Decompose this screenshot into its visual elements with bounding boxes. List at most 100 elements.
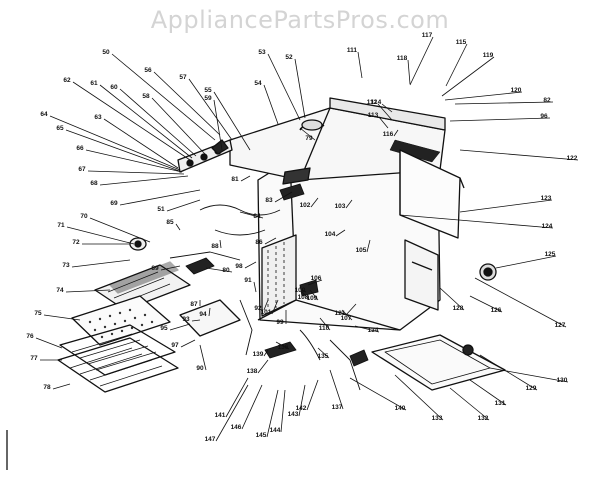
leader-line: [241, 384, 263, 430]
leader-line: [275, 341, 290, 350]
leader-line: [85, 149, 183, 173]
part-label: 91: [244, 277, 252, 284]
part-label: 104: [325, 231, 336, 238]
leader-line: [160, 265, 181, 271]
leader-line: [99, 84, 193, 159]
part-label: 95: [160, 325, 168, 332]
part-label: 70: [80, 213, 88, 220]
part-label: 54: [254, 80, 262, 87]
leader-line: [345, 199, 353, 209]
part-label: 56: [144, 67, 152, 74]
part-label: 136: [278, 344, 289, 351]
leader-line: [151, 97, 206, 155]
part-label: 98: [235, 263, 243, 270]
leader-line: [103, 118, 179, 169]
leader-line: [378, 116, 389, 129]
leader-lines: [35, 36, 579, 442]
leader-line: [225, 377, 249, 418]
leader-line: [474, 277, 567, 328]
leader-line: [357, 51, 363, 79]
leader-line: [399, 214, 554, 229]
part-label: 59: [204, 95, 212, 102]
leader-line: [439, 287, 465, 311]
leader-line: [71, 259, 131, 268]
part-label: 100: [295, 287, 306, 294]
part-label: 110: [319, 325, 330, 332]
part-label: 92: [254, 305, 262, 312]
leader-line: [65, 289, 111, 293]
part-label: 141: [215, 412, 226, 419]
leader-line: [298, 384, 306, 417]
part-label: 72: [72, 239, 80, 246]
part-label: 132: [478, 415, 489, 422]
leader-line: [310, 197, 319, 208]
part-label: 86: [255, 239, 263, 246]
leader-line: [306, 379, 319, 411]
part-label: 139: [253, 351, 264, 358]
part-label: 96: [540, 113, 548, 120]
leader-line: [381, 103, 393, 113]
part-label: 115: [456, 39, 467, 46]
part-label: 134: [368, 327, 379, 334]
part-label: 63: [94, 114, 102, 121]
leader-line: [213, 91, 251, 151]
part-label: 138: [247, 368, 258, 375]
internal-wiring: [169, 183, 369, 391]
leader-line: [299, 127, 316, 141]
part-label: 69: [110, 200, 118, 207]
leader-line: [441, 56, 495, 97]
leader-line: [449, 117, 551, 122]
leader-line: [479, 354, 538, 391]
leader-line: [119, 189, 201, 206]
leader-line: [329, 369, 344, 410]
selector-knob: [129, 237, 147, 251]
leader-line: [489, 367, 569, 383]
oven-door-window: [371, 334, 506, 391]
part-label: 57: [179, 74, 187, 81]
part-label: 122: [567, 155, 578, 162]
part-label: 55: [204, 87, 212, 94]
leader-line: [349, 377, 407, 411]
leader-line: [119, 88, 197, 157]
part-label: 113: [368, 112, 379, 119]
part-label: 84: [253, 213, 261, 220]
part-label: 125: [545, 251, 556, 258]
part-label: 103: [335, 203, 346, 210]
part-label: 58: [142, 93, 150, 100]
part-label: 51: [157, 206, 165, 213]
leader-line: [180, 339, 196, 348]
part-label: 78: [43, 384, 51, 391]
part-label: 140: [395, 405, 406, 412]
part-label: 127: [555, 322, 566, 329]
leader-line: [301, 289, 307, 293]
part-label: 114: [371, 99, 382, 106]
leader-line: [319, 317, 331, 331]
leader-line: [87, 170, 185, 175]
part-label: 126: [491, 307, 502, 314]
part-label: 81: [231, 176, 239, 183]
part-label: 97: [171, 342, 179, 349]
leader-line: [215, 384, 249, 442]
leader-line: [208, 307, 211, 317]
part-label: 64: [40, 111, 48, 118]
leader-line: [153, 71, 221, 136]
leader-line: [253, 281, 257, 293]
leader-line: [377, 103, 393, 121]
leader-line: [188, 78, 233, 141]
part-label: 109: [307, 295, 318, 302]
part-label: 120: [511, 87, 522, 94]
leader-line: [166, 199, 201, 212]
part-label: 105: [356, 247, 367, 254]
leader-line: [66, 226, 135, 245]
range-exploded-artwork: [35, 36, 579, 442]
leader-line: [341, 309, 353, 321]
leader-line: [366, 239, 371, 253]
leader-line: [263, 299, 269, 311]
part-label: 117: [422, 32, 433, 39]
part-label: 80: [222, 267, 230, 274]
part-label: 123: [541, 195, 552, 202]
part-label: 106: [311, 275, 322, 282]
